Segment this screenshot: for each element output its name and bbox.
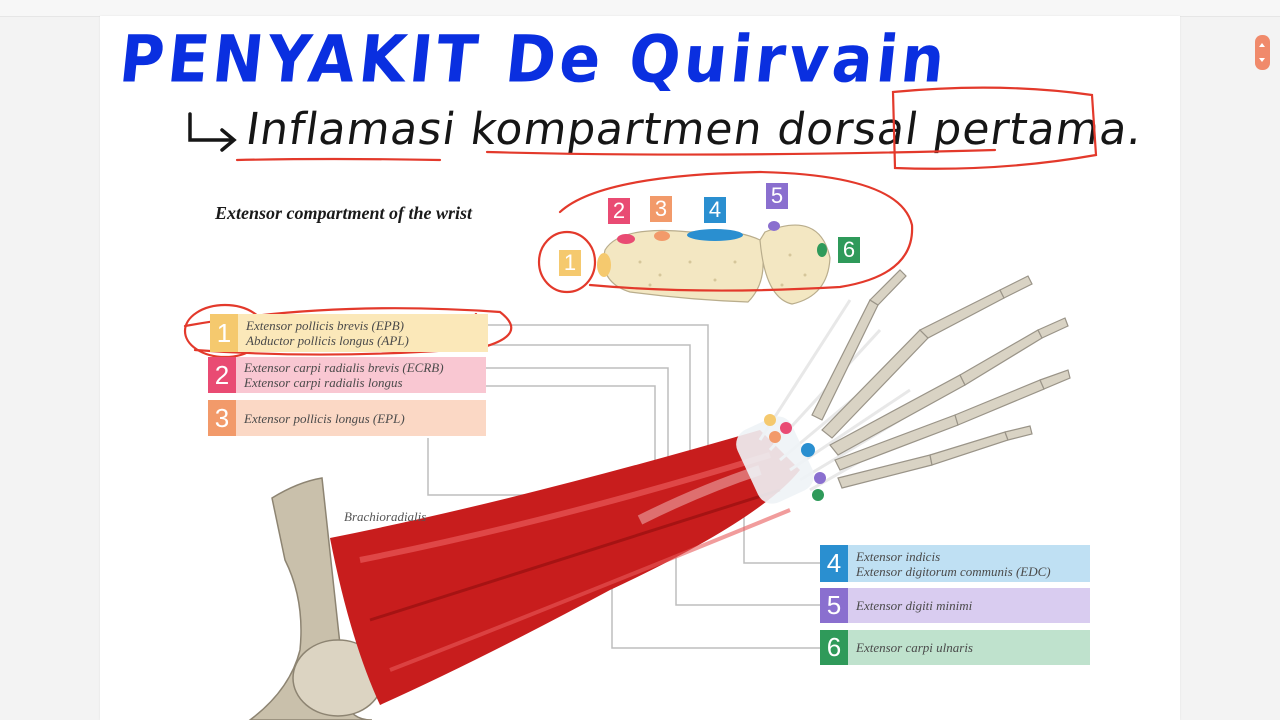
compartment-4-line-2: Extensor digitorum communis (EDC) <box>856 563 1051 579</box>
compartment-4-line-1: Extensor indicis <box>856 548 941 564</box>
section-chip-1: 1 <box>559 250 581 276</box>
handwritten-title: PENYAKIT De Quirvain <box>116 22 953 98</box>
section-chip-4: 4 <box>704 197 726 223</box>
compartment-5-number: 5 <box>820 588 848 623</box>
compartment-3-box: 3 Extensor pollicis longus (EPL) <box>208 400 486 436</box>
compartment-3-number: 3 <box>208 400 236 436</box>
section-chip-2: 2 <box>608 198 630 224</box>
compartment-6-number: 6 <box>820 630 848 665</box>
compartment-1-number: 1 <box>210 314 238 352</box>
brachioradialis-label: Brachioradialis <box>344 509 427 524</box>
compartment-5-line-1: Extensor digiti minimi <box>856 598 973 613</box>
compartment-2-line-2: Extensor carpi radialis longus <box>244 375 403 390</box>
compartment-5-box: 5 Extensor digiti minimi <box>820 588 1090 623</box>
compartment-1-box: 1 Extensor pollicis brevis (EPB)Abductor… <box>210 314 488 352</box>
return-arrow-icon <box>188 112 237 152</box>
compartment-2-number: 2 <box>208 357 236 393</box>
compartment-1-line-2: Abductor pollicis longus (APL) <box>246 333 409 348</box>
section-chip-6: 6 <box>838 237 860 263</box>
compartment-3-line-1: Extensor pollicis longus (EPL) <box>244 410 405 426</box>
scroll-handle[interactable] <box>1255 35 1270 70</box>
compartment-6-box: 6 Extensor carpi ulnaris <box>820 630 1090 665</box>
compartment-2-box: 2 Extensor carpi radialis brevis (ECRB)E… <box>208 357 486 393</box>
section-chip-3: 3 <box>650 196 672 222</box>
figure-title: Extensor compartment of the wrist <box>215 203 473 223</box>
top-toolbar-strip <box>0 0 1280 17</box>
compartment-6-line-1: Extensor carpi ulnaris <box>856 640 973 655</box>
compartment-2-line-1: Extensor carpi radialis brevis (ECRB) <box>244 360 444 375</box>
compartment-4-number: 4 <box>820 545 848 582</box>
handwritten-subtitle: Inflamasi kompartmen dorsal pertama. <box>242 104 1147 155</box>
section-chip-5: 5 <box>766 183 788 209</box>
compartment-1-line-1: Extensor pollicis brevis (EPB) <box>246 318 405 333</box>
